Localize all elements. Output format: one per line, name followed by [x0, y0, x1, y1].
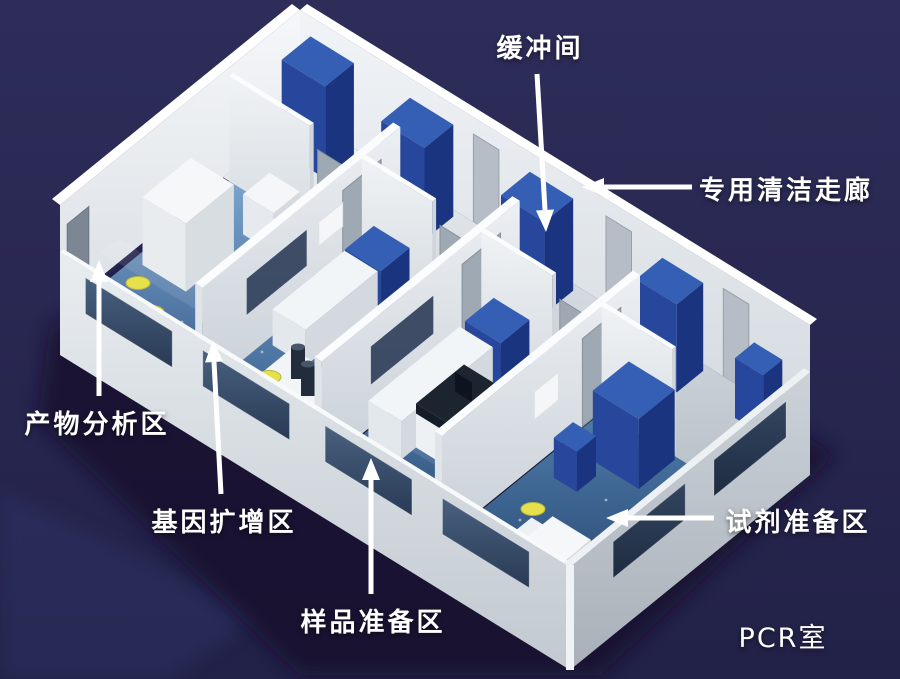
- monitor: [455, 372, 472, 402]
- arrow-product-analysis: [90, 260, 108, 396]
- window: [612, 482, 686, 579]
- stool: [125, 276, 151, 290]
- stool: [520, 502, 546, 516]
- label-sample-preparation: 样品准备区: [300, 608, 446, 638]
- front-left-wall: [60, 249, 574, 670]
- window: [85, 276, 173, 369]
- window: [202, 349, 290, 441]
- annotation-arrows: [90, 73, 714, 594]
- label-buffer-room: 缓冲间: [496, 34, 584, 64]
- label-clean-corridor: 专用清洁走廊: [698, 176, 874, 206]
- arrow-reagent-preparation: [606, 509, 714, 527]
- wall-ac-unit: [318, 201, 344, 248]
- observation-window: [370, 295, 434, 385]
- blue-cart: [553, 422, 596, 492]
- label-gene-amplification: 基因扩增区: [151, 508, 297, 538]
- observation-window: [246, 229, 307, 315]
- label-product-analysis: 产物分析区: [24, 410, 170, 440]
- label-pcr-room: PCR室: [738, 623, 828, 654]
- window: [713, 400, 787, 498]
- corner-pillar: [566, 565, 574, 670]
- wall-ac-unit: [533, 371, 559, 421]
- arrow-clean-corridor: [582, 178, 692, 196]
- window: [442, 497, 530, 589]
- arrow-sample-preparation: [362, 458, 380, 594]
- floor-glow: [0, 490, 260, 679]
- pcr-instrument: [301, 364, 315, 396]
- blue-cabinet-large: [592, 361, 675, 489]
- arrow-gene-amplification: [205, 340, 224, 495]
- label-reagent-preparation: 试剂准备区: [725, 508, 871, 538]
- white-cabinet: [142, 157, 234, 292]
- arrow-buffer-room: [534, 73, 554, 232]
